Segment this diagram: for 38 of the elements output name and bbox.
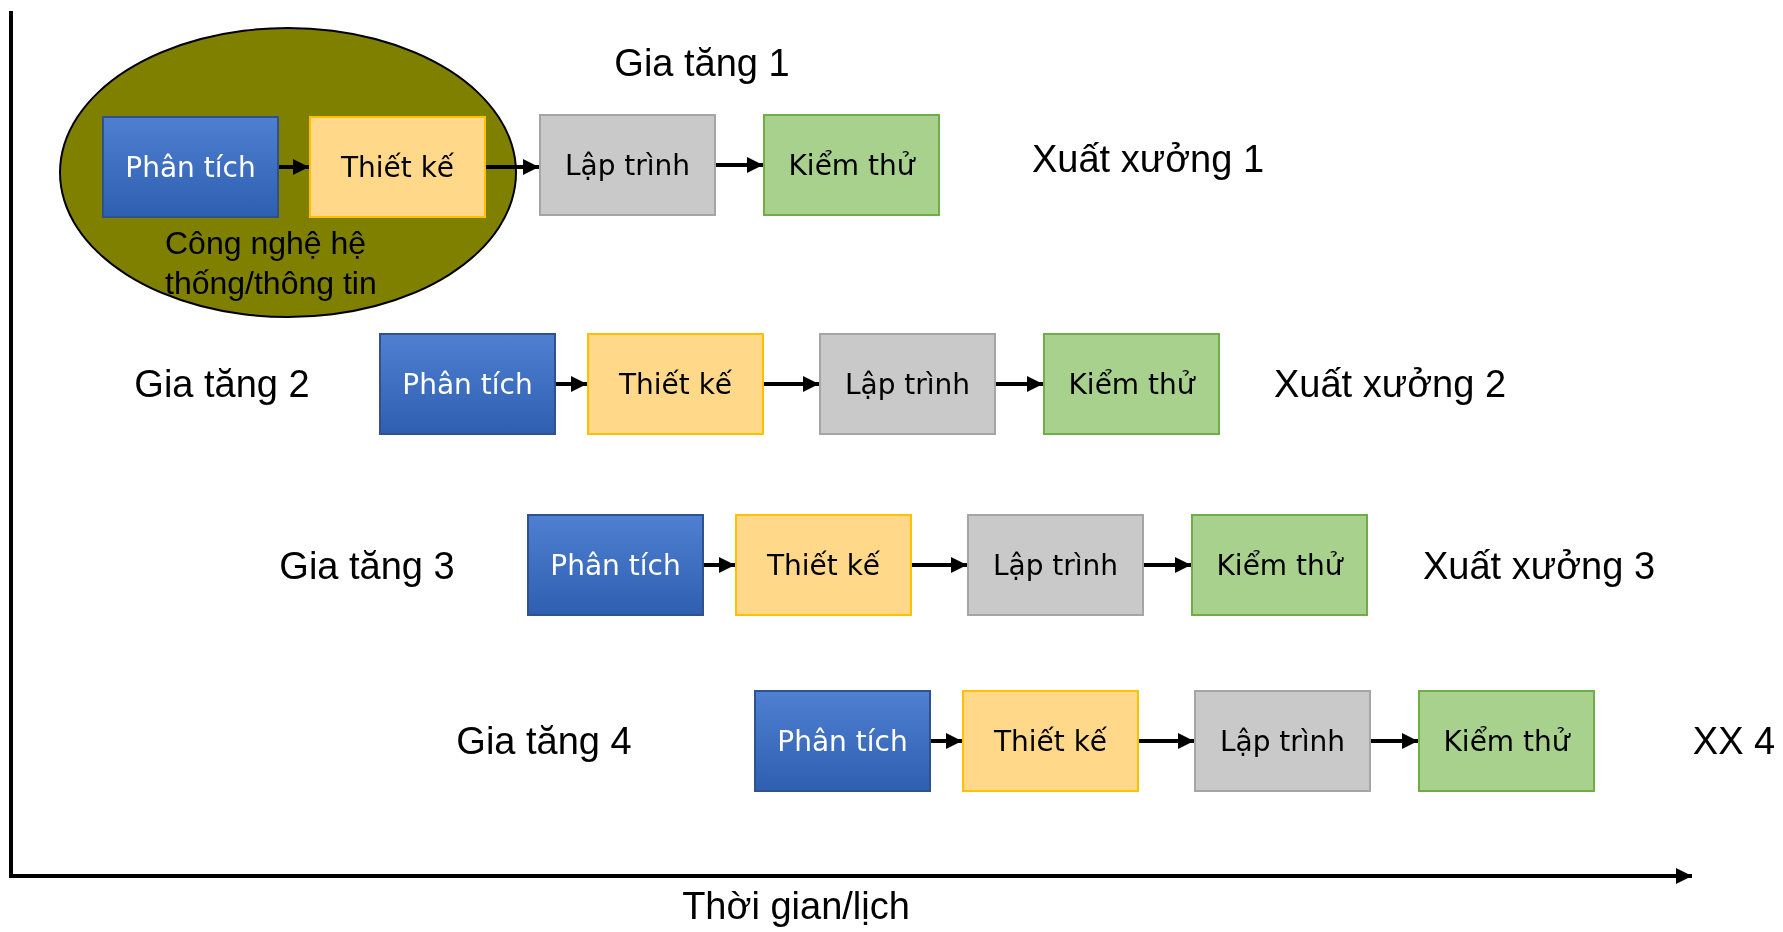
phase-box: Kiểm thử [1043,333,1220,435]
arrow [716,157,763,173]
phase-box: Thiết kế [735,514,912,616]
phase-box: Phân tích [102,116,279,218]
phase-box: Kiểm thử [1191,514,1368,616]
phase-box: Kiểm thử [1418,690,1595,792]
release-label: Xuất xưởng 2 [1274,362,1506,406]
release-label: XX 4 [1692,719,1776,763]
arrow [1144,557,1191,573]
phase-box: Lập trình [819,333,996,435]
phase-box: Kiểm thử [763,114,940,216]
arrow [912,557,967,573]
arrow [1139,733,1194,749]
arrow [279,159,309,175]
arrow [556,376,587,392]
arrow [931,733,962,749]
arrow [704,557,735,573]
arrow [764,376,819,392]
increment-label: Gia tăng 2 [134,362,310,406]
phase-box: Lập trình [967,514,1144,616]
increment-label: Gia tăng 1 [614,41,790,85]
axis-title: Thời gian/lịch [682,884,910,928]
phase-box: Thiết kế [309,116,486,218]
phase-box: Thiết kế [587,333,764,435]
phase-box: Lập trình [539,114,716,216]
increment-label: Gia tăng 3 [279,544,455,588]
phase-box: Thiết kế [962,690,1139,792]
increment-label: Gia tăng 4 [456,719,632,763]
phase-box: Phân tích [379,333,556,435]
arrow [486,159,539,175]
group-title: Công nghệ hệ thống/thông tin [165,224,378,303]
phase-box: Phân tích [754,690,931,792]
release-label: Xuất xưởng 1 [1032,137,1264,181]
phase-box: Lập trình [1194,690,1371,792]
release-label: Xuất xưởng 3 [1423,544,1655,588]
arrow [1371,733,1418,749]
phase-box: Phân tích [527,514,704,616]
arrow [996,376,1043,392]
